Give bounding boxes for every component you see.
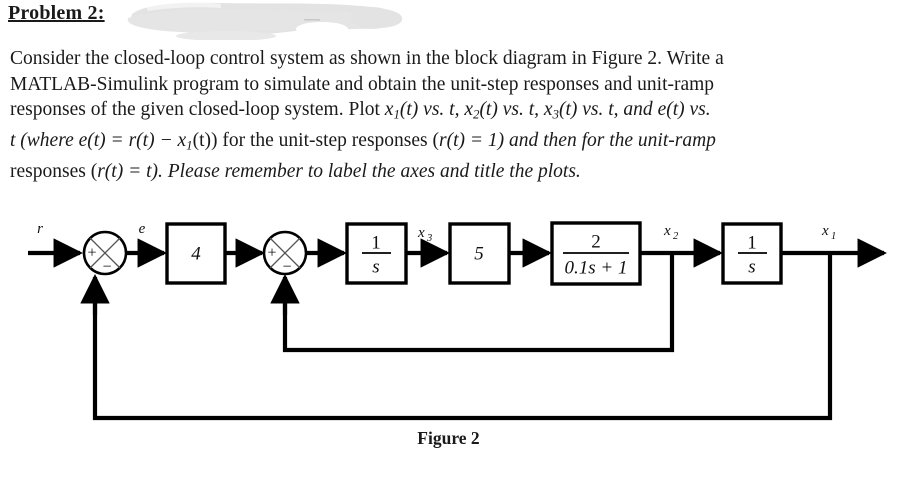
label-x3-sub: 3 xyxy=(426,233,432,244)
block-diagram: + − + − 4 1 s xyxy=(0,205,897,440)
summing-junction-1: + − xyxy=(82,230,128,276)
line4-x1: x xyxy=(177,130,187,152)
line5-part-b: (t) = t). Please remember to label the a… xyxy=(104,161,581,183)
signal-paths xyxy=(28,238,887,421)
signal-labels: r e x 3 x 2 x 1 xyxy=(37,221,836,244)
block-integrator-1-numerator: 1 xyxy=(371,233,381,254)
block-diagram-svg: + − + − 4 1 s xyxy=(28,221,887,421)
sum1-minus-sign: − xyxy=(102,259,111,276)
line3-x3: x xyxy=(543,99,553,120)
line3-part-b: (t) vs. t, xyxy=(399,99,465,120)
label-x2: x xyxy=(663,223,671,239)
line3-part-f: (t) vs. xyxy=(666,99,711,120)
line3-x2: x xyxy=(464,99,473,120)
label-x2-sub: 2 xyxy=(673,231,679,242)
block-lag-denominator: 0.1s + 1 xyxy=(565,258,628,279)
label-x3: x xyxy=(417,225,425,241)
line3-part-c: (t) vs. t, xyxy=(479,99,544,120)
line4-e: e xyxy=(78,130,88,152)
page-title: Problem 2: xyxy=(8,2,105,24)
statement-line-4: t (where e(t) = r(t) − x1(t)) for the un… xyxy=(10,128,885,159)
redaction-blob xyxy=(127,2,403,40)
block-first-order-lag: 2 0.1s + 1 xyxy=(550,221,642,286)
statement-line-1: Consider the closed-loop control system … xyxy=(10,48,724,69)
summing-junction-2: + − xyxy=(262,230,308,276)
statement-line-3: responses of the given closed-loop syste… xyxy=(10,97,885,128)
block-gain-4: 4 xyxy=(165,222,227,285)
block-gain-5: 5 xyxy=(448,222,511,285)
line3-x1-sub: 1 xyxy=(393,107,400,122)
block-gain-4-box xyxy=(165,222,227,285)
figure-caption: Figure 2 xyxy=(417,428,480,448)
block-gain-5-box xyxy=(448,222,511,285)
sum2-plus-sign: + xyxy=(267,245,276,262)
statement-line-2: MATLAB-Simulink program to simulate and … xyxy=(10,73,715,95)
block-gain-4-label: 4 xyxy=(191,244,201,265)
block-gain-5-label: 5 xyxy=(474,244,484,265)
label-x1: x xyxy=(821,223,829,239)
line4-part-b: (t) = xyxy=(87,130,129,152)
block-integrator-2-denominator: s xyxy=(748,257,755,278)
problem-statement: Consider the closed-loop control system … xyxy=(10,46,885,185)
line4-r2: r xyxy=(438,130,447,152)
line5-part-a: responses ( xyxy=(10,161,98,183)
line5-r: r xyxy=(97,161,105,183)
sum2-cross-b xyxy=(269,237,301,269)
statement-line-5: responses (r(t) = t). Please remember to… xyxy=(10,159,885,185)
block-integrator-2-numerator: 1 xyxy=(747,233,757,254)
line3-x2-sub: 2 xyxy=(473,107,480,122)
label-x1-sub: 1 xyxy=(831,231,836,242)
sum1-cross-b xyxy=(89,237,121,269)
block-integrator-1-denominator: s xyxy=(372,257,379,278)
line3-part-a: responses of the given closed-loop syste… xyxy=(10,99,385,120)
line3-x1: x xyxy=(384,99,394,120)
wire-inner-feedback xyxy=(282,253,675,353)
line3-e: e xyxy=(657,99,667,120)
label-r: r xyxy=(37,221,43,237)
block-integrator-2: 1 s xyxy=(721,222,783,285)
line4-r: r xyxy=(128,130,137,152)
line4-part-d: (t)) for the unit-step responses ( xyxy=(192,130,439,152)
label-e: e xyxy=(139,221,146,237)
line4-part-f: (t) = 1) and then for the unit-ramp xyxy=(446,130,716,152)
line3-x3-sub: 3 xyxy=(552,107,559,122)
line4-part-a: t (where xyxy=(10,130,79,152)
block-integrator-1: 1 s xyxy=(345,222,408,285)
line3-part-d: (t) vs. t, and xyxy=(558,99,658,120)
line4-x1-sub: 1 xyxy=(186,138,193,153)
sum2-minus-sign: − xyxy=(282,259,291,276)
line4-part-c: (t) − xyxy=(136,130,178,152)
redaction-shape xyxy=(127,2,403,40)
sum1-plus-sign: + xyxy=(87,245,96,262)
wire-outer-feedback xyxy=(92,253,833,421)
block-lag-numerator: 2 xyxy=(591,232,601,253)
